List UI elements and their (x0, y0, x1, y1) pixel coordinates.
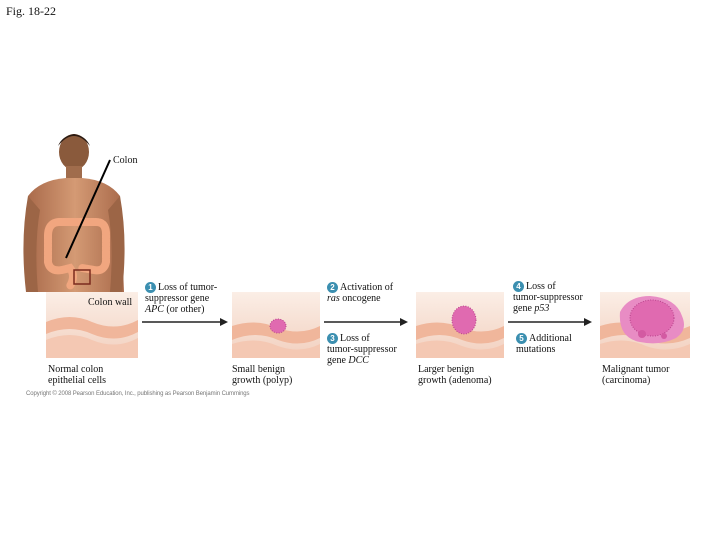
step-number-badge: 2 (327, 282, 338, 294)
step-number-badge: 4 (513, 281, 524, 293)
step-number-badge: 3 (327, 333, 338, 345)
colon-pointer-line (65, 159, 111, 259)
label-colon: Colon (113, 155, 138, 166)
tissue-panel-normal (46, 292, 138, 358)
label-normal-cells: Normal colon epithelial cells (48, 364, 107, 386)
progression-arrow-2 (324, 318, 408, 326)
tissue-panel-polyp (232, 292, 320, 358)
label-adenoma: Larger benign growth (adenoma) (418, 364, 492, 386)
polyp-growth (269, 318, 287, 334)
progression-arrow-3 (508, 318, 592, 326)
copyright-notice: Copyright © 2008 Pearson Education, Inc.… (26, 391, 250, 397)
label-colon-wall: Colon wall (88, 297, 133, 308)
step-number-badge: 1 (145, 282, 156, 294)
carcinoma-growth (619, 296, 684, 344)
label-polyp: Small benign growth (polyp) (232, 364, 293, 386)
label-carcinoma: Malignant tumor (carcinoma) (602, 364, 670, 386)
adenoma-growth (451, 305, 477, 335)
step-number-badge: 5 (516, 333, 527, 345)
progression-arrow-1 (142, 318, 228, 326)
figure-title: Fig. 18-22 (6, 4, 57, 18)
human-torso (23, 134, 125, 292)
